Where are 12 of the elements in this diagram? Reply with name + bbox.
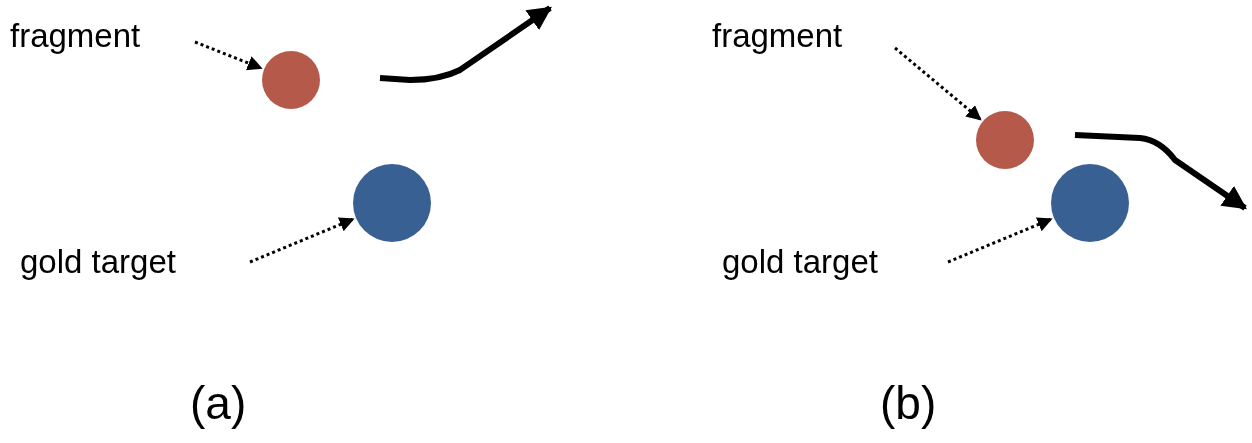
leader-arrow bbox=[249, 217, 355, 264]
leader-arrow bbox=[894, 46, 982, 121]
text-label: gold target bbox=[722, 244, 878, 281]
leader-arrow bbox=[194, 40, 263, 71]
fragment-circle bbox=[262, 51, 320, 109]
fragment-circle bbox=[976, 111, 1034, 169]
text-label: fragment bbox=[10, 18, 141, 55]
panel-label: (b) bbox=[880, 378, 937, 429]
text-label: gold target bbox=[20, 244, 176, 281]
leader-arrow bbox=[947, 217, 1053, 264]
text-label: fragment bbox=[712, 18, 843, 55]
panel-label: (a) bbox=[190, 378, 247, 429]
